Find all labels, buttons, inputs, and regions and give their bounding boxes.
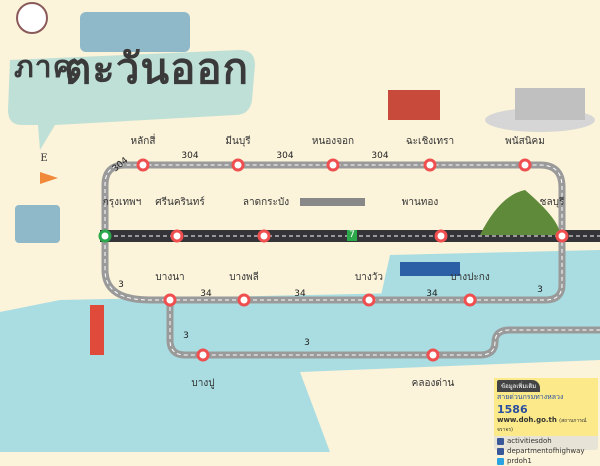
station-bangpu xyxy=(196,348,210,362)
route-3-label: 3 xyxy=(183,331,189,341)
station-chonburi xyxy=(555,229,569,243)
station-bangpakong xyxy=(463,293,477,307)
label-srinakarin: ศรีนครินทร์ xyxy=(155,197,205,208)
cargo-ship-icon xyxy=(400,262,460,276)
label-bangpakong: บางปะกง xyxy=(450,272,490,283)
label-latkrabang: ลาดกระบัง xyxy=(242,197,290,208)
train-icon xyxy=(300,198,365,206)
station-bangkok xyxy=(98,229,112,243)
label-chonburi: ชลบุรี xyxy=(539,197,565,208)
social-link[interactable]: departmentofhighway xyxy=(507,447,585,455)
title-region: ภาค xyxy=(14,50,74,85)
station-bangwua xyxy=(362,293,376,307)
station-chachoengsao xyxy=(423,158,437,172)
twitter-icon xyxy=(497,457,504,465)
station-phanatnikhom xyxy=(518,158,532,172)
station-khlongdan xyxy=(426,348,440,362)
social-link[interactable]: prdoh1 xyxy=(507,457,532,465)
route-304-label: 304 xyxy=(181,151,199,161)
department-seal xyxy=(16,2,48,34)
hotline-label: สายด่วนกรมทางหลวง xyxy=(497,393,564,401)
label-bangkok: กรุงเทพฯ xyxy=(102,197,142,208)
info-box: ข้อมูลเพิ่มเติม สายด่วนกรมทางหลวง 1586 w… xyxy=(494,378,598,465)
website-link[interactable]: www.doh.go.th xyxy=(497,416,557,424)
route-7-badge xyxy=(347,230,357,241)
station-nongchok xyxy=(326,158,340,172)
label-nongchok: หนองจอก xyxy=(311,136,355,147)
route-map xyxy=(0,2,600,452)
factory-icon xyxy=(515,88,585,120)
label-phanthong: พานทอง xyxy=(401,197,439,208)
label-bangna: บางนา xyxy=(155,272,185,283)
hill-icon xyxy=(480,190,560,235)
compass-flag-icon xyxy=(40,172,58,184)
route-3-label: 3 xyxy=(304,338,310,348)
station-srinakarin xyxy=(170,229,184,243)
station-markers xyxy=(98,158,569,362)
website-note: (สถานการณ์จราจร) xyxy=(497,418,587,433)
route-3-label: 3 xyxy=(537,285,543,295)
lighthouse-icon xyxy=(90,305,104,355)
compass-label: E xyxy=(40,153,48,164)
label-khlongdan: คลองด่าน xyxy=(411,378,455,389)
route-304-label: 304 xyxy=(276,151,294,161)
info-header: ข้อมูลเพิ่มเติม xyxy=(497,380,541,392)
route-34-label: 34 xyxy=(294,289,306,299)
station-phanthong xyxy=(434,229,448,243)
city-skyline xyxy=(80,12,190,52)
bangkok-skyline xyxy=(15,205,60,243)
label-bangwua: บางวัว xyxy=(354,272,384,283)
route-34-label: 34 xyxy=(426,289,438,299)
route-3-label: 3 xyxy=(118,280,124,290)
label-minburi: มีนบุรี xyxy=(225,136,251,147)
station-laksi xyxy=(136,158,150,172)
title-east: ตะวันออก xyxy=(64,44,250,93)
label-laksi: หลักสี่ xyxy=(130,136,156,147)
temple-icon xyxy=(388,90,440,120)
station-bangna xyxy=(163,293,177,307)
social-link[interactable]: activitiesdoh xyxy=(507,437,552,445)
station-bangphli xyxy=(237,293,251,307)
label-bangpu: บางปู xyxy=(191,378,215,389)
route-304-label: 304 xyxy=(371,151,389,161)
route-7-label: 7 xyxy=(349,230,355,240)
station-minburi xyxy=(231,158,245,172)
station-latkrabang xyxy=(257,229,271,243)
label-chachoengsao: ฉะเชิงเทรา xyxy=(405,136,455,147)
facebook-icon xyxy=(497,447,504,455)
label-phanatnikhom: พนัสนิคม xyxy=(505,136,545,147)
hotline-number: 1586 xyxy=(497,403,528,416)
facebook-icon xyxy=(497,437,504,445)
route-34-label: 34 xyxy=(200,289,212,299)
label-bangphli: บางพลี xyxy=(229,272,259,283)
title-bubble xyxy=(8,50,255,150)
